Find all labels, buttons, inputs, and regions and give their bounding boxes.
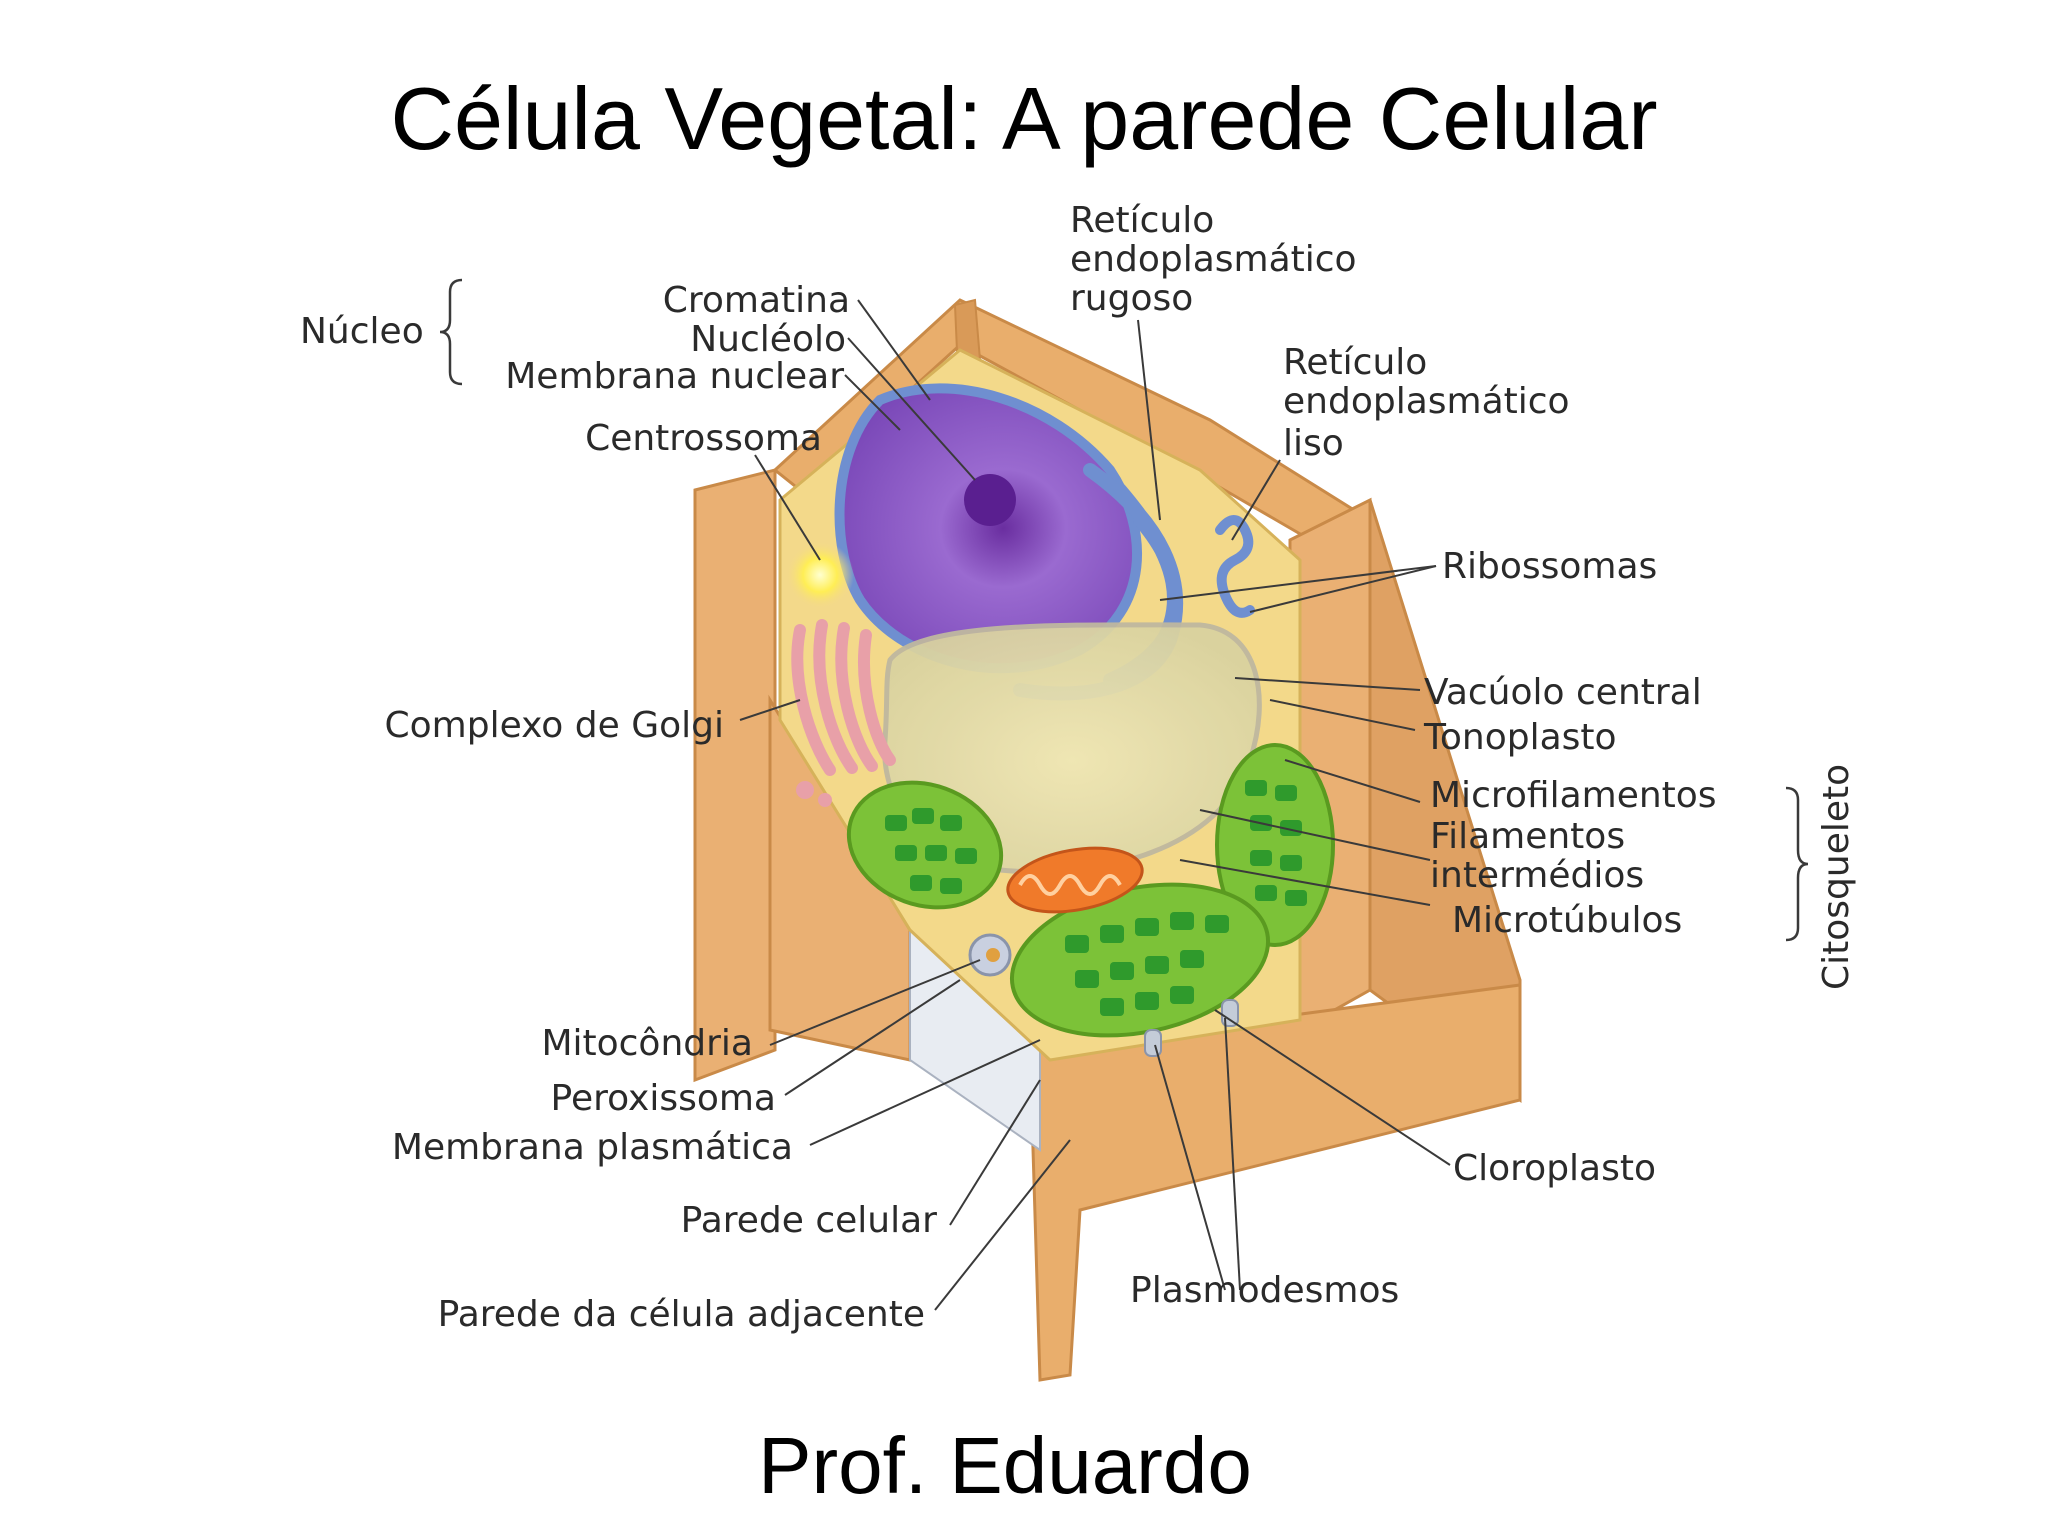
golgi-complex — [791, 619, 896, 807]
label-citosqueleto: Citosqueleto — [1816, 764, 1857, 990]
nucleolus — [964, 474, 1016, 526]
label-microtubulos: Microtúbulos — [1452, 900, 1682, 941]
label-filamentos-2: intermédios — [1430, 855, 1644, 896]
label-cloroplasto: Cloroplasto — [1453, 1148, 1656, 1189]
label-ribossomas: Ribossomas — [1442, 546, 1657, 587]
label-membrana-plasmatica: Membrana plasmática — [392, 1127, 793, 1168]
nucleo-brace — [439, 278, 463, 386]
label-vacuolo: Vacúolo central — [1424, 672, 1702, 713]
chloroplast-right — [1215, 743, 1335, 947]
citosqueleto-brace — [1785, 786, 1809, 942]
label-centrossoma: Centrossoma — [585, 418, 822, 459]
leader-lines — [739, 299, 1451, 1311]
smooth-er — [1215, 515, 1255, 618]
label-cromatina: Cromatina — [663, 280, 850, 321]
peroxisome-core — [986, 948, 1000, 962]
label-rel-2: endoplasmático — [1283, 381, 1570, 422]
label-rel-1: Retículo — [1283, 342, 1427, 383]
cell-wall — [693, 298, 1522, 1382]
label-nucleolo: Nucléolo — [690, 319, 846, 360]
label-mitocondria: Mitocôndria — [541, 1023, 753, 1064]
chloroplast-left — [846, 780, 1004, 910]
label-tonoplasto: Tonoplasto — [1423, 717, 1617, 758]
label-peroxissoma: Peroxissoma — [551, 1078, 776, 1119]
label-microfilamentos: Microfilamentos — [1430, 775, 1717, 816]
label-membrana-nuclear: Membrana nuclear — [505, 356, 844, 397]
label-parede-celular: Parede celular — [681, 1200, 938, 1241]
label-rer-2: endoplasmático — [1070, 239, 1357, 280]
label-complexo-golgi: Complexo de Golgi — [385, 705, 725, 746]
label-rer-1: Retículo — [1070, 200, 1214, 241]
label-rel-3: liso — [1283, 423, 1344, 464]
slide-title: Célula Vegetal: A parede Celular — [390, 69, 1658, 168]
label-rer-3: rugoso — [1070, 278, 1193, 319]
wall-back-left — [693, 468, 777, 1083]
mitochondrion — [1006, 846, 1144, 914]
label-filamentos-1: Filamentos — [1430, 816, 1625, 857]
centrosome — [786, 541, 854, 609]
wall-front-bottom — [1028, 983, 1522, 1382]
slide-footer: Prof. Eduardo — [758, 1421, 1252, 1510]
label-plasmodesmos: Plasmodesmos — [1130, 1270, 1399, 1311]
label-parede-adjacente: Parede da célula adjacente — [438, 1294, 925, 1335]
label-nucleo: Núcleo — [300, 311, 424, 352]
